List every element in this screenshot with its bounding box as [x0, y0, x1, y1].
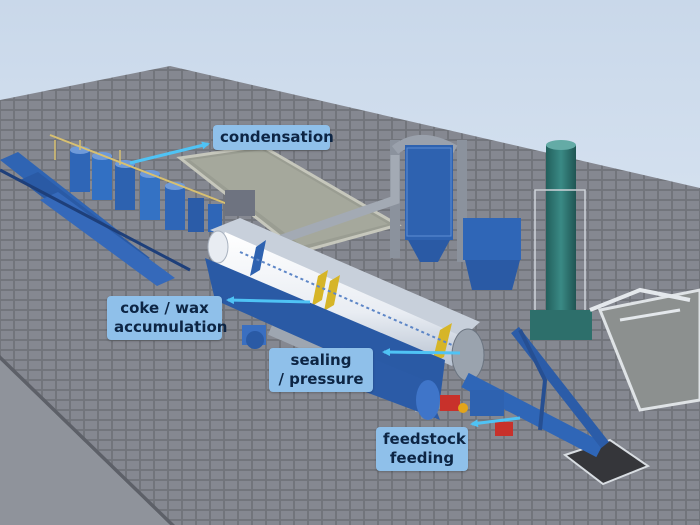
callout-sealing: sealing / pressure — [269, 348, 373, 392]
callout-text-line2: / pressure — [278, 370, 364, 388]
arrow-left-icon — [226, 296, 311, 305]
callout-text-line2: feeding — [389, 449, 455, 467]
callout-text-line1: coke / wax — [120, 299, 209, 317]
callout-coke-wax: coke / wax accumulation — [107, 296, 228, 340]
callout-text: condensation — [220, 128, 334, 146]
arrow-left-icon — [470, 416, 521, 428]
feed-system — [440, 326, 609, 458]
callout-text-line1: feedstock — [383, 430, 466, 448]
arrow-right-icon — [129, 141, 210, 165]
callout-text-line2: accumulation — [114, 318, 228, 336]
callout-feedstock: feedstock feeding — [376, 427, 468, 471]
reactor-drum — [207, 218, 485, 382]
arrow-left-icon — [382, 348, 461, 357]
chimney-stack — [530, 140, 691, 340]
callout-condensation: condensation — [213, 125, 334, 150]
callout-text-line1: sealing — [290, 351, 352, 369]
condensation-towers — [49, 134, 255, 232]
conveyor-line — [0, 152, 191, 286]
